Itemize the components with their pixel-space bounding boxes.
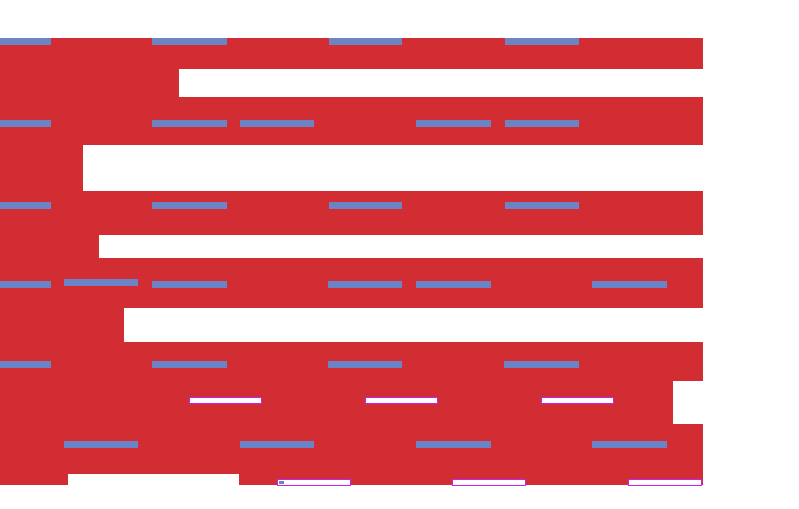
field-bar[interactable] — [189, 397, 262, 404]
content-block — [0, 145, 83, 191]
link-bar[interactable] — [64, 441, 138, 448]
link-bar[interactable] — [505, 38, 579, 45]
link-bar[interactable] — [416, 120, 491, 127]
link-bar[interactable] — [505, 120, 579, 127]
link-bar[interactable] — [0, 120, 51, 127]
link-bar[interactable] — [416, 441, 491, 448]
link-bar[interactable] — [152, 281, 227, 288]
content-block — [0, 474, 68, 485]
link-bar[interactable] — [329, 38, 402, 45]
link-bar[interactable] — [240, 120, 314, 127]
link-bar[interactable] — [329, 202, 402, 209]
link-bar[interactable] — [0, 202, 51, 209]
link-bar[interactable] — [64, 279, 138, 286]
field-bar[interactable] — [452, 479, 526, 486]
field-chip — [279, 481, 284, 484]
link-bar[interactable] — [416, 281, 491, 288]
content-block — [0, 424, 703, 474]
field-bar[interactable] — [277, 479, 351, 486]
content-block — [0, 97, 703, 145]
field-bar[interactable] — [365, 397, 438, 404]
content-block — [0, 191, 703, 235]
link-bar[interactable] — [592, 281, 667, 288]
field-bar[interactable] — [541, 397, 614, 404]
field-bar[interactable] — [628, 479, 702, 486]
content-block — [0, 69, 179, 97]
link-bar[interactable] — [0, 361, 51, 368]
link-bar[interactable] — [505, 202, 579, 209]
link-bar[interactable] — [152, 361, 227, 368]
content-block — [0, 235, 99, 258]
link-bar[interactable] — [152, 38, 227, 45]
link-bar[interactable] — [328, 281, 402, 288]
content-block — [0, 308, 124, 342]
link-bar[interactable] — [152, 120, 227, 127]
link-bar[interactable] — [0, 281, 51, 288]
link-bar[interactable] — [592, 441, 667, 448]
link-bar[interactable] — [504, 361, 579, 368]
link-bar[interactable] — [0, 38, 51, 45]
link-bar[interactable] — [240, 441, 314, 448]
link-bar[interactable] — [328, 361, 402, 368]
link-bar[interactable] — [152, 202, 227, 209]
